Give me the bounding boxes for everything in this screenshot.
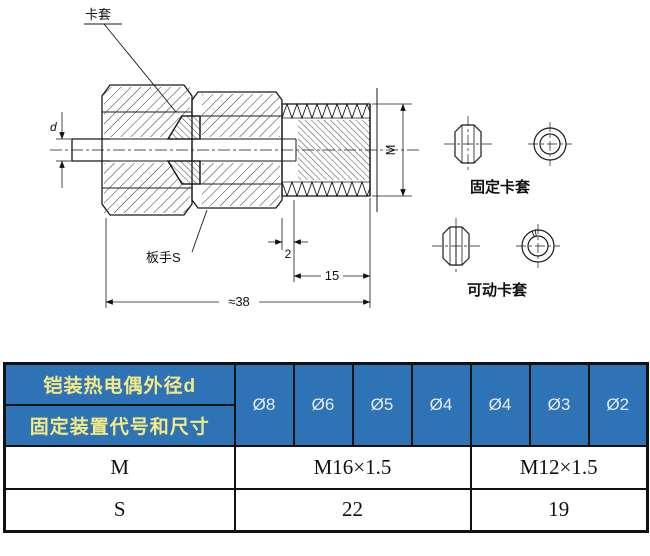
diameter-cell: Ø3 [528,362,590,447]
dim-label-38: ≈38 [228,294,250,309]
row-label-M: M [3,444,236,490]
diameter-cell: Ø6 [292,362,354,447]
fixed-ferrule-label: 固定卡套 [470,178,531,196]
movable-ferrule-side-view [516,224,560,268]
thread-size-m16: M16×1.5 [233,444,472,490]
dim-label-d: d [50,120,57,134]
diameter-cell: Ø5 [351,362,413,447]
header-fixture-code: 固定装置代号和尺寸 [3,403,236,447]
fixed-ferrule-front-view [444,116,492,172]
movable-ferrule-front-view [432,218,480,274]
row-label-S: S [3,487,236,533]
wrench-size-22: 22 [233,487,472,533]
fitting-drawing-svg: 卡套 板手S d M 2 15 ≈38 固定卡套 可动卡套 [50,7,572,309]
thread-profile-bottom [281,180,371,198]
header-outer-diameter: 铠装热电偶外径d [3,362,236,406]
main-fitting-view [50,84,420,216]
spec-table: 铠装热电偶外径d Ø8 Ø6 Ø5 Ø4 Ø4 Ø3 Ø2 固定装置代号和尺寸 … [3,362,649,533]
dim-label-15: 15 [325,268,339,283]
drawing-labels: 卡套 板手S d M 2 15 ≈38 固定卡套 可动卡套 [50,7,531,309]
thread-profile-top [281,102,371,120]
callout-leaders [84,23,208,253]
dim-label-M: M [383,145,398,156]
diameter-cell: Ø2 [587,362,649,447]
table-row-S: S 22 19 [3,487,649,533]
diameter-cell: Ø4 [469,362,531,447]
movable-ferrule-label: 可动卡套 [467,281,528,299]
ferrule-callout-label: 卡套 [85,7,111,22]
diameter-cell: Ø4 [410,362,472,447]
diameter-cell: Ø8 [233,362,295,447]
thread-size-m12: M12×1.5 [469,444,649,490]
fixed-ferrule-side-view [528,122,572,166]
fitting-technical-drawing: 卡套 板手S d M 2 15 ≈38 固定卡套 可动卡套 [50,7,572,309]
wrench-size-19: 19 [469,487,649,533]
wrench-size-label: 板手S [146,250,181,265]
dim-label-2: 2 [285,247,292,261]
table-row-M: M M16×1.5 M12×1.5 [3,444,649,490]
